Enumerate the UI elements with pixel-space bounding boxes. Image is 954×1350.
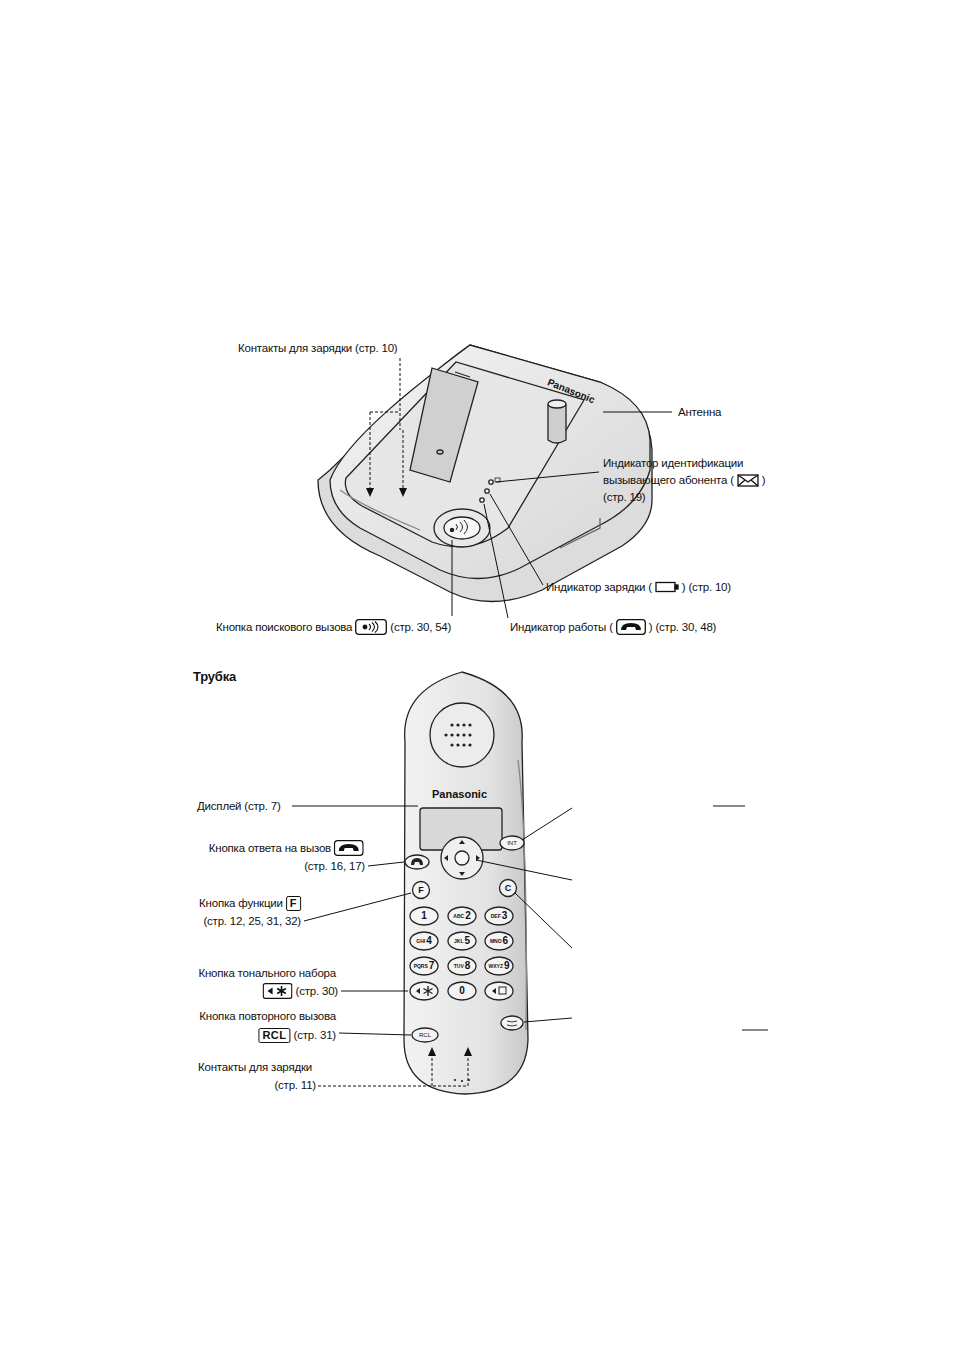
key-label: INT — [507, 840, 517, 846]
callout-label: Кнопка функции — [199, 897, 283, 909]
callout: Дисплей (стр. 7) — [197, 797, 281, 815]
arrowheads — [428, 1047, 472, 1056]
key-label: JKL5 — [454, 936, 470, 946]
key-text: 8 — [465, 961, 471, 971]
callout-label: (стр. 16, 17) — [304, 860, 365, 872]
callout: RCL (стр. 31) — [258, 1026, 336, 1044]
brand-name: Panasonic — [432, 788, 487, 800]
callout: (стр. 30) — [263, 982, 338, 1000]
callout: Антенна — [678, 403, 721, 421]
key-text: 2 — [465, 911, 471, 921]
key-label: MNO6 — [490, 936, 508, 946]
callout-label: Индикатор идентификации — [603, 457, 743, 469]
callout-label: ) (стр. 30, 48) — [649, 621, 716, 633]
key-label: ABC2 — [453, 911, 470, 921]
phone-icon — [616, 619, 646, 635]
key-symbol: RCL — [258, 1028, 290, 1043]
callout-label: Дисплей (стр. 7) — [197, 800, 281, 812]
callout-label: Кнопка ответа на вызов — [209, 842, 331, 854]
key-text: 5 — [464, 936, 470, 946]
callout-label: Контакты для зарядки (стр. 10) — [238, 342, 398, 354]
key-text: 3 — [502, 911, 508, 921]
mail-icon — [737, 474, 759, 487]
callout: Кнопка поискового вызова (стр. 30, 54) — [216, 618, 451, 636]
key-label: F — [418, 886, 424, 895]
key-text: 4 — [426, 936, 432, 946]
key-text: 0 — [459, 986, 465, 996]
key-text: DEF — [491, 914, 501, 919]
callout: Контакты для зарядки — [198, 1058, 312, 1076]
callout: Кнопка тонального набора — [198, 964, 336, 982]
battery-icon — [655, 581, 679, 593]
key-symbol: F — [286, 896, 301, 911]
key-text: 9 — [504, 961, 510, 971]
callout: Кнопка ответа на вызов — [209, 839, 364, 857]
callout: (стр. 19) — [603, 488, 645, 506]
key-text: 7 — [429, 961, 435, 971]
key-label: DEF3 — [491, 911, 508, 921]
page-icon — [355, 619, 387, 635]
callout: Трубка — [193, 667, 236, 685]
key-text: 6 — [503, 936, 509, 946]
callout-label: Антенна — [678, 406, 721, 418]
key-label: C — [505, 884, 512, 893]
key-text: MNO — [490, 939, 502, 944]
key-text: 1 — [421, 911, 427, 921]
callout-label: Трубка — [193, 669, 236, 684]
key-label: 1 — [421, 911, 427, 921]
key-text: ABC — [453, 914, 464, 919]
callout: Контакты для зарядки (стр. 10) — [238, 339, 398, 357]
callout-label: (стр. 11) — [274, 1079, 316, 1091]
callout: (стр. 12, 25, 31, 32) — [203, 912, 301, 930]
callout: Индикатор идентификации — [603, 454, 743, 472]
callout-label: Индикатор зарядки ( — [546, 581, 652, 593]
phone-icon — [334, 840, 364, 856]
key-text: INT — [507, 840, 517, 846]
key-text: WXYZ — [488, 964, 502, 969]
handset — [404, 672, 528, 1094]
callout-label: вызывающего абонента ( — [603, 474, 734, 486]
key-text: RCL — [419, 1032, 431, 1038]
key-text: PQRS — [414, 964, 428, 969]
key-text: F — [418, 886, 424, 895]
leader-lines — [292, 806, 768, 1086]
callout-label: Индикатор работы ( — [510, 621, 613, 633]
key-text: JKL — [454, 939, 463, 944]
arrowheads — [366, 488, 407, 497]
callout: Кнопка функцииF — [199, 894, 301, 912]
callout-label: (стр. 31) — [294, 1029, 336, 1041]
callout: Индикатор работы ( ) (стр. 30, 48) — [510, 618, 716, 636]
callout-label: ) (стр. 10) — [682, 581, 731, 593]
callout-label: (стр. 19) — [603, 491, 645, 503]
key-label: RCL — [419, 1032, 431, 1038]
callout: Кнопка повторного вызова — [199, 1007, 336, 1025]
callout-label: Кнопка поискового вызова — [216, 621, 352, 633]
callout-label: Контакты для зарядки — [198, 1061, 312, 1073]
callout-label: (стр. 12, 25, 31, 32) — [203, 915, 301, 927]
key-text: TUV — [454, 964, 464, 969]
callout: (стр. 16, 17) — [304, 857, 365, 875]
key-label: 0 — [459, 986, 465, 996]
key-label: TUV8 — [454, 961, 471, 971]
key-label: PQRS7 — [414, 961, 435, 971]
callout-label: ) — [762, 474, 766, 486]
leader-lines — [370, 358, 672, 618]
callout-label: (стр. 30, 54) — [390, 621, 451, 633]
callout: вызывающего абонента () — [603, 471, 765, 489]
callout-label: Кнопка повторного вызова — [199, 1010, 336, 1022]
base-unit — [318, 345, 652, 602]
key-label: WXYZ9 — [488, 961, 509, 971]
key-label: GHI4 — [416, 936, 431, 946]
callout-label: (стр. 30) — [296, 985, 338, 997]
callout: Индикатор зарядки ( ) (стр. 10) — [546, 578, 731, 596]
callout: (стр. 11) — [274, 1076, 316, 1094]
callout-label: Кнопка тонального набора — [198, 967, 336, 979]
star-icon — [263, 983, 293, 999]
key-text: C — [505, 884, 512, 893]
key-text: GHI — [416, 939, 425, 944]
